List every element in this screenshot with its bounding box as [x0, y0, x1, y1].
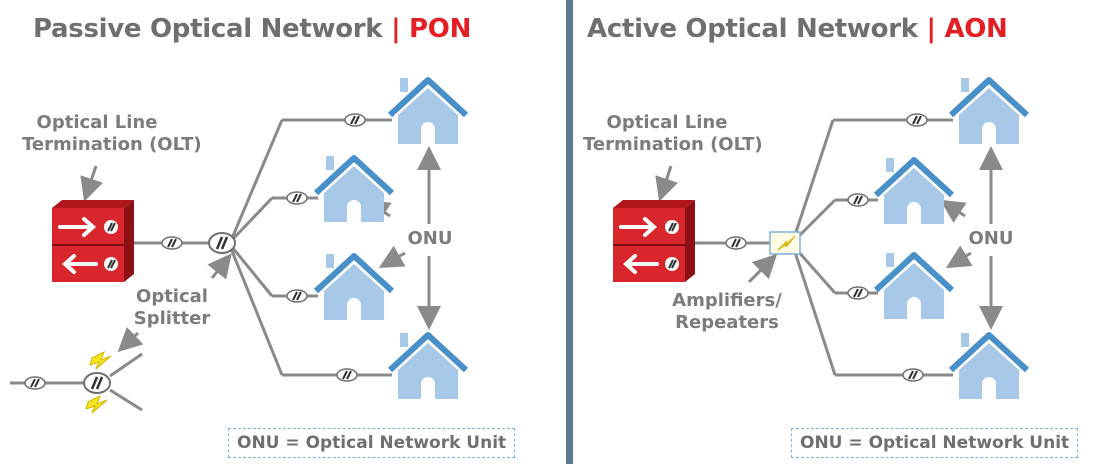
- aon-legend: ONU = Optical Network Unit: [791, 428, 1079, 458]
- pon-olt-label-line2: Termination (OLT): [22, 134, 202, 155]
- pon-splitter-label-line2: Splitter: [133, 308, 211, 329]
- aon-olt-label: Optical Line Termination (OLT): [583, 112, 763, 156]
- olt-device-icon: [613, 200, 695, 282]
- aon-olt-label-line1: Optical Line: [606, 112, 728, 133]
- pon-onu-label: ONU: [407, 228, 453, 249]
- pon-panel: Passive Optical Network | PON: [10, 14, 516, 458]
- aon-arrows: [655, 146, 1003, 330]
- pon-splitter-label-line1: Optical: [136, 286, 208, 307]
- optical-splitter-icon: [83, 232, 236, 394]
- aon-title-main: Active Optical Network: [587, 14, 918, 44]
- aon-amplifier-label: Amplifiers/ Repeaters: [667, 290, 787, 334]
- aon-amplifier-label-line2: Repeaters: [675, 312, 779, 333]
- panel-divider: [566, 0, 573, 464]
- fiber-connector-icon: [725, 113, 928, 382]
- pon-diagram: [10, 77, 469, 414]
- amplifier-icon: [769, 231, 801, 255]
- lightning-icon: [85, 350, 112, 414]
- pon-olt-label: Optical Line Termination (OLT): [22, 112, 202, 156]
- olt-device-icon: [52, 200, 134, 282]
- pon-olt-label-line1: Optical Line: [36, 112, 158, 133]
- house-icon: [313, 77, 469, 399]
- pon-title-main: Passive Optical Network: [33, 14, 383, 44]
- fiber-connector-icon: [24, 113, 366, 390]
- pon-legend: ONU = Optical Network Unit: [228, 428, 516, 458]
- pon-title: Passive Optical Network | PON: [33, 14, 471, 44]
- pon-title-acronym: PON: [409, 14, 472, 44]
- aon-title-separator: |: [926, 14, 936, 44]
- pon-title-separator: |: [391, 14, 401, 44]
- aon-amplifier-label-line1: Amplifiers/: [672, 290, 782, 311]
- aon-onu-label: ONU: [968, 228, 1014, 249]
- aon-diagram: [613, 77, 1030, 399]
- aon-title: Active Optical Network | AON: [587, 14, 1008, 44]
- pon-splitter-label: Optical Splitter: [118, 286, 226, 330]
- aon-panel: Active Optical Network | AON: [573, 0, 1095, 464]
- aon-title-acronym: AON: [944, 14, 1008, 44]
- aon-olt-label-line2: Termination (OLT): [583, 134, 763, 155]
- house-icon: [873, 77, 1030, 399]
